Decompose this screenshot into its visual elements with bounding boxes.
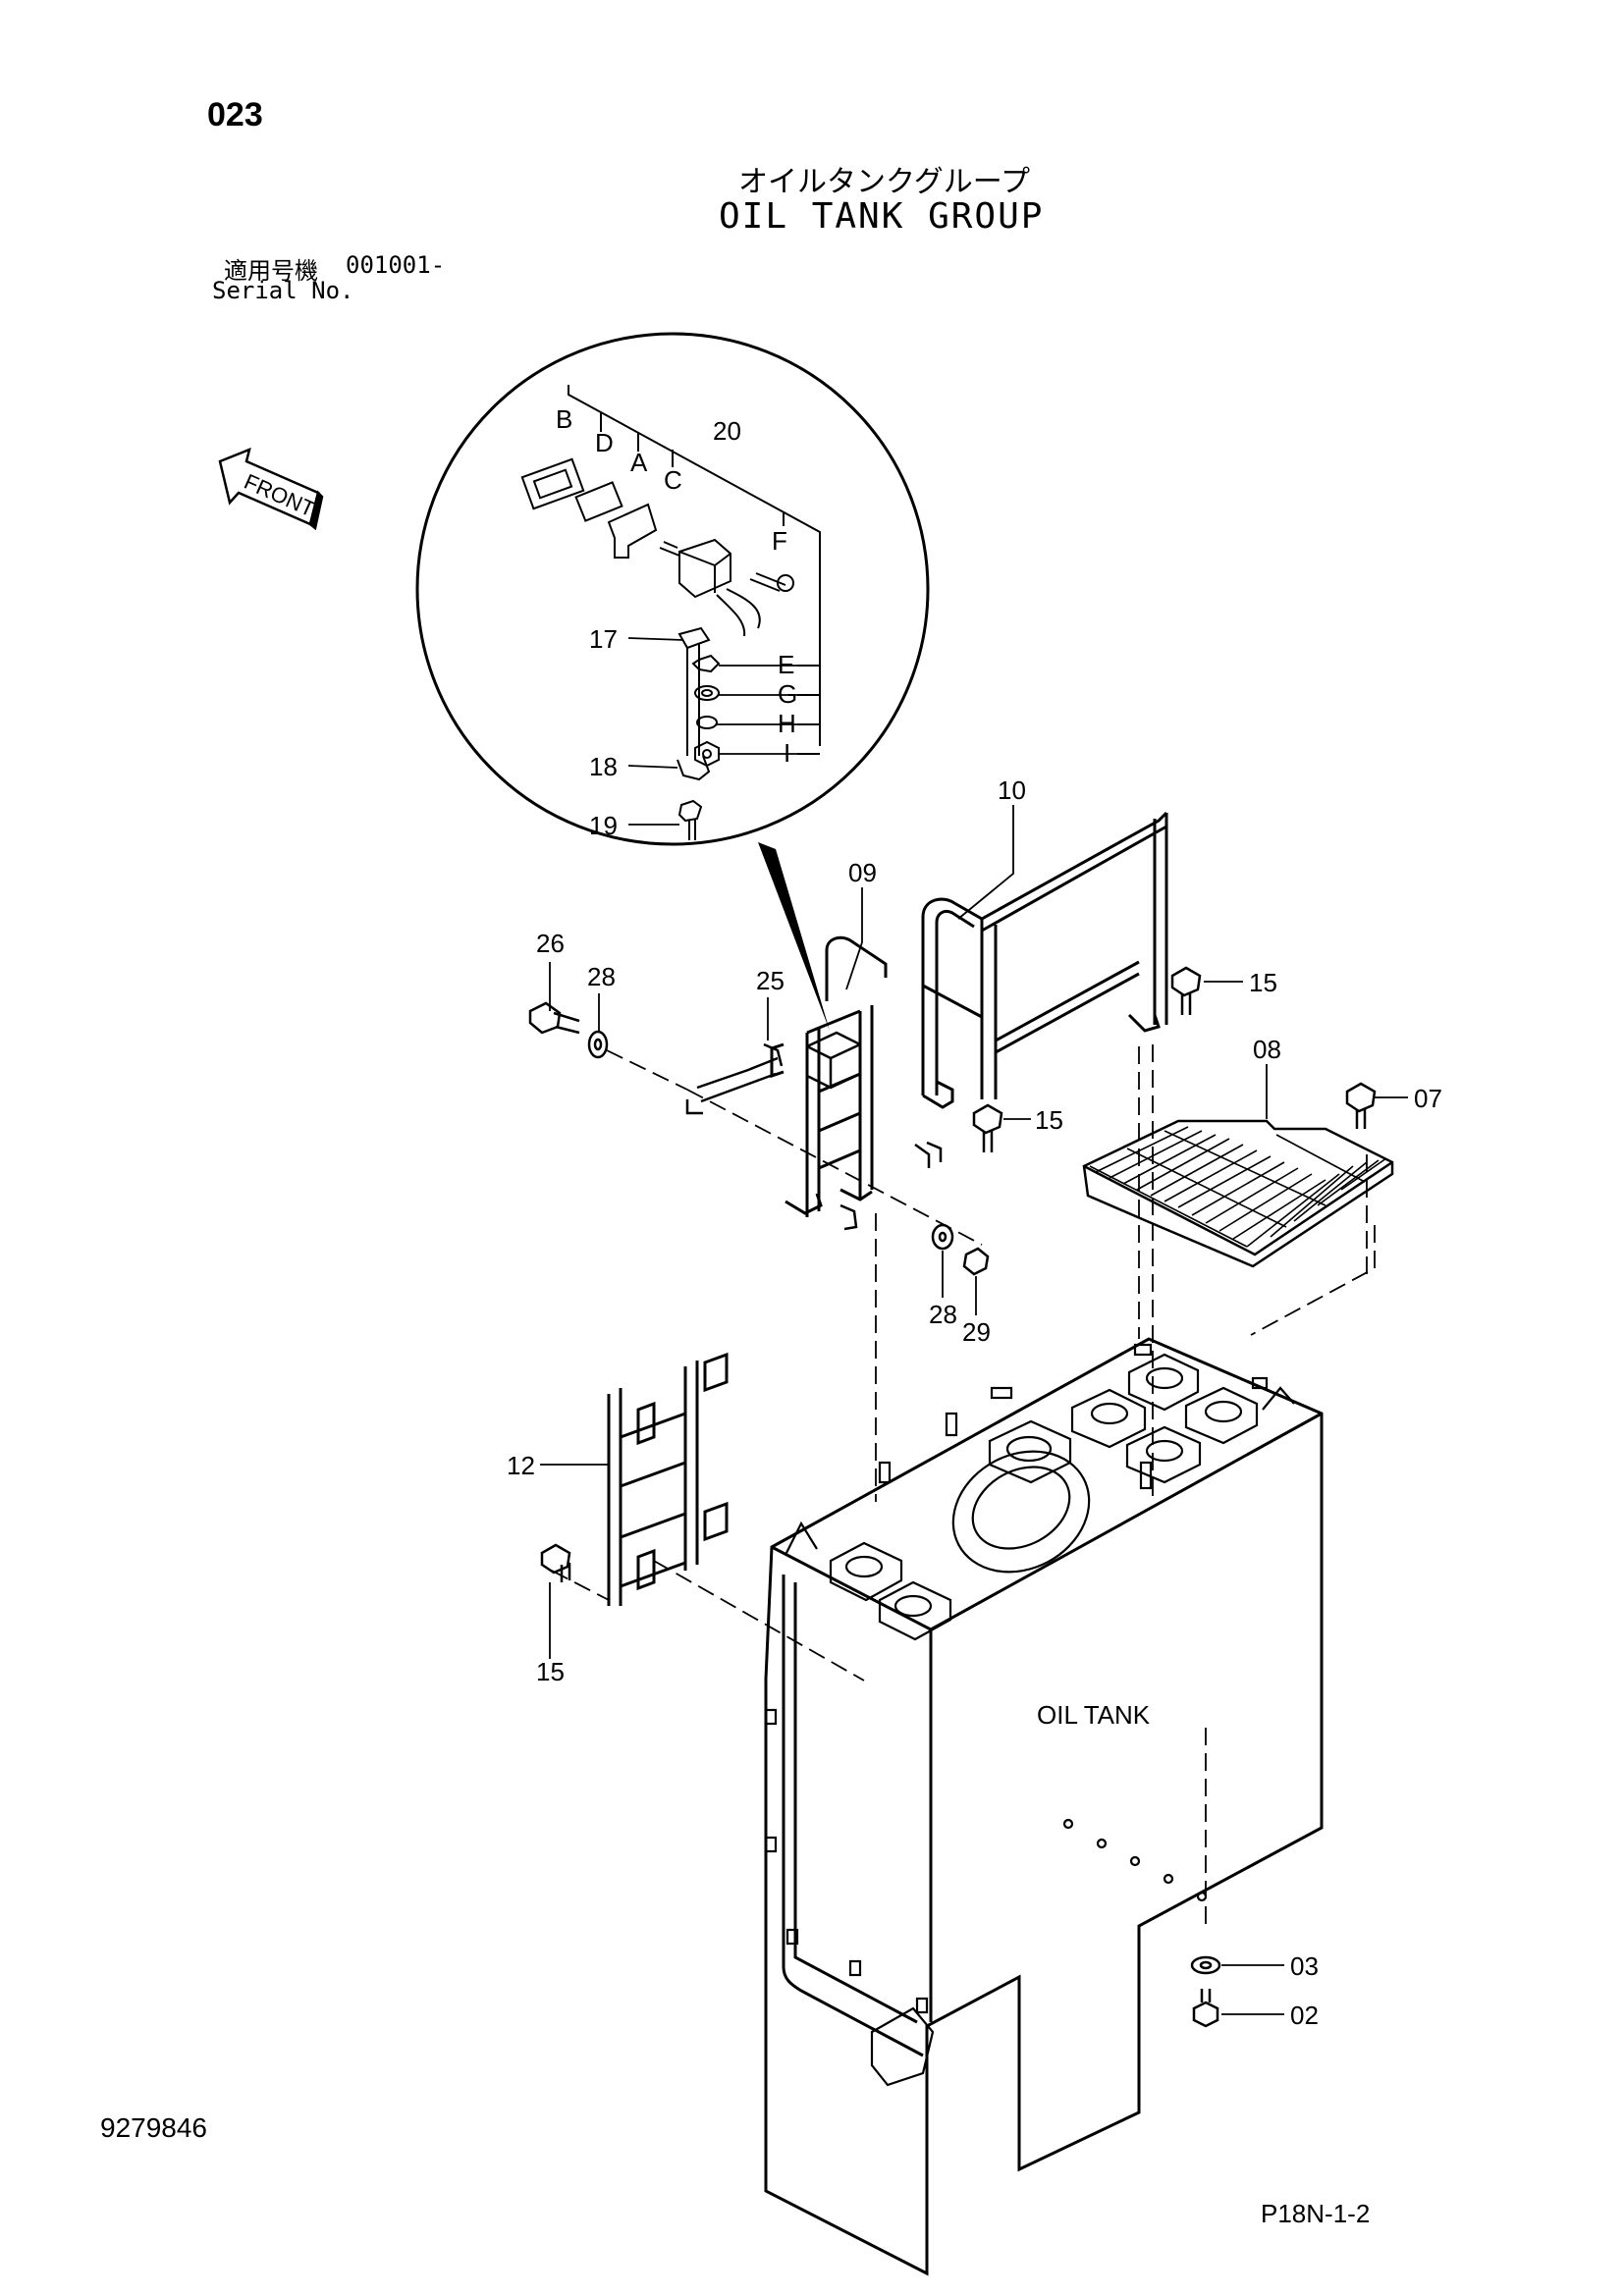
serial-value: 001001- — [346, 251, 446, 279]
assembly-dash-lines — [551, 1044, 1376, 1924]
callout-15-upper: 15 — [1249, 968, 1277, 997]
callout-A: A — [630, 448, 648, 477]
callout-08: 08 — [1253, 1035, 1281, 1064]
callout-I: I — [784, 738, 790, 768]
serial-label-english: Serial No. — [212, 277, 354, 304]
sensor-kit-parts — [520, 457, 794, 840]
ladder-12 — [607, 1352, 729, 1606]
tank-label: OIL TANK — [1037, 1700, 1151, 1730]
callout-09: 09 — [848, 858, 877, 887]
grating-08 — [1082, 1119, 1394, 1268]
callout-18: 18 — [589, 752, 618, 781]
callout-15-middle: 15 — [1035, 1105, 1063, 1135]
oil-tank-top-details — [764, 1343, 1295, 2087]
callout-28-upper: 28 — [587, 962, 616, 991]
sensor-25 — [805, 1031, 862, 1090]
detail-leader-cone — [758, 842, 830, 1031]
ladder-09 — [770, 935, 888, 1217]
handrail-10 — [921, 811, 1168, 1109]
callout-20: 20 — [713, 416, 741, 446]
callout-G: G — [778, 679, 797, 709]
callout-25: 25 — [756, 966, 785, 995]
fasteners — [528, 966, 1377, 2028]
callout-29: 29 — [962, 1317, 991, 1347]
kit-bracket-lines — [568, 385, 821, 755]
title-japanese: オイルタンクグループ — [738, 165, 1030, 199]
callouts: 20 B D A C F 17 E G H I 18 19 10 09 26 2… — [507, 404, 1442, 2030]
callout-10: 10 — [998, 775, 1026, 805]
callout-26: 26 — [536, 929, 565, 958]
page-code: P18N-1-2 — [1261, 2199, 1371, 2228]
grating-08-bars — [1089, 1126, 1387, 1248]
callout-28-lower: 28 — [929, 1300, 957, 1329]
callout-15-lower: 15 — [536, 1657, 565, 1686]
callout-17: 17 — [589, 624, 618, 654]
callout-B: B — [556, 404, 572, 434]
callout-C: C — [664, 465, 682, 495]
callout-12: 12 — [507, 1451, 535, 1480]
callout-D: D — [595, 428, 614, 457]
callout-leaders — [540, 805, 1408, 2015]
front-arrow-icon: FRONT — [218, 447, 324, 531]
rail-arm — [685, 1042, 943, 1231]
oil-tank — [764, 1337, 1324, 2276]
callout-H: H — [778, 709, 796, 738]
serial-label-japanese: 適用号機 — [224, 257, 318, 285]
detail-leaders — [627, 637, 797, 826]
callout-19: 19 — [589, 811, 618, 840]
page-number: 023 — [207, 96, 263, 133]
detail-circle — [415, 332, 930, 846]
callout-02: 02 — [1290, 2001, 1319, 2030]
callout-F: F — [772, 526, 787, 556]
callout-07: 07 — [1414, 1084, 1442, 1113]
title-english: OIL TANK GROUP — [719, 196, 1045, 237]
callout-E: E — [778, 650, 794, 679]
document-number: 9279846 — [100, 2112, 208, 2143]
callout-03: 03 — [1290, 1951, 1319, 1981]
